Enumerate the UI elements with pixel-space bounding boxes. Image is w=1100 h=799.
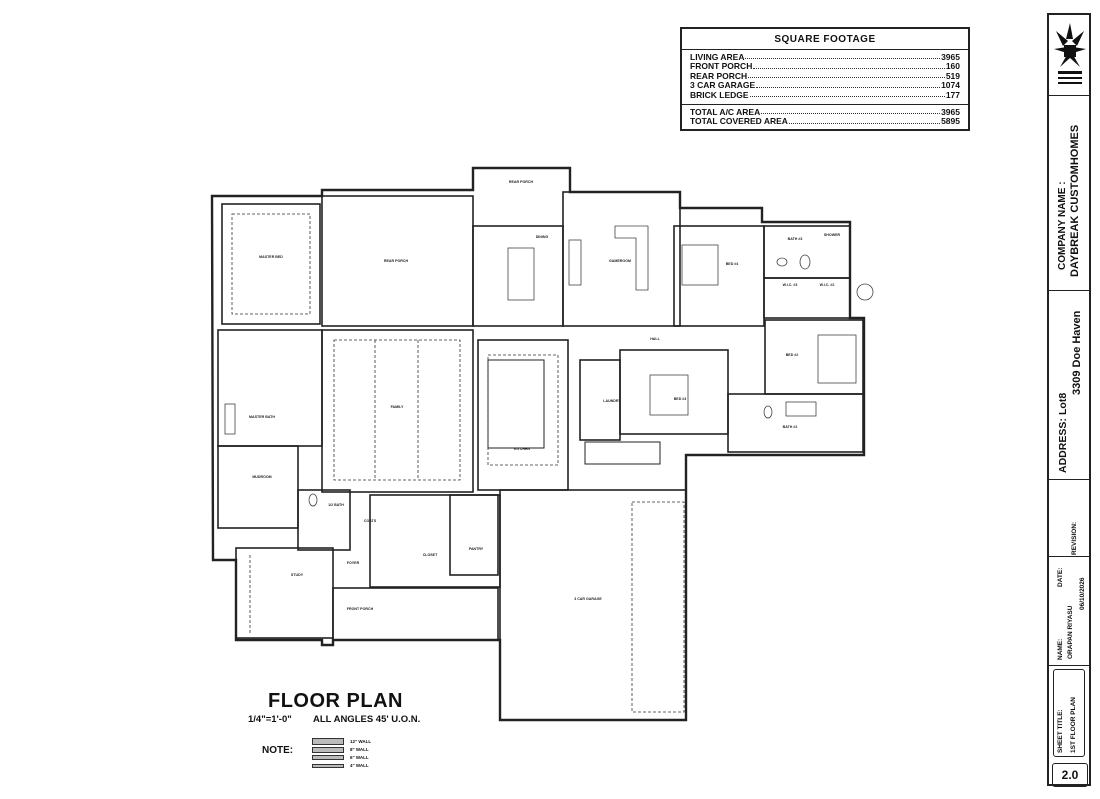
room-label-kitchen: KITCHEN: [514, 447, 530, 451]
sheet-title-value: 1ST FLOOR PLAN: [1070, 697, 1077, 753]
room-label-gameroom: GAMEROOM: [609, 259, 631, 263]
address-lot: Lot8: [1057, 392, 1069, 415]
company-name: DAYBREAK CUSTOMHOMES: [1069, 124, 1081, 277]
room-label-front-porch: FRONT PORCH: [347, 607, 374, 611]
gameroom-wall: [562, 191, 681, 327]
room-label-bath-3: BATH #3: [788, 237, 803, 241]
room-label-closet: CLOSET: [423, 553, 438, 557]
date-value: 06/10/2026: [1079, 577, 1086, 610]
room-label-garage: 3 CAR GARAGE: [574, 597, 602, 601]
stair: [584, 441, 661, 465]
floor-plan-angles-note: ALL ANGLES 45' U.O.N.: [313, 714, 421, 725]
kitchen-island: [487, 359, 545, 449]
mudroom-wall: [217, 445, 299, 529]
laundry-wall: [579, 359, 621, 441]
garage-wall: [499, 489, 687, 721]
kitchen-wall: [477, 339, 569, 491]
address-street: 3309 Doe Haven: [1071, 310, 1083, 395]
bed4-wall: [673, 225, 765, 327]
front-porch-wall: [332, 587, 499, 641]
room-label-master-bed: MASTER BED: [259, 255, 283, 259]
dining-wall: [472, 225, 564, 327]
room-label-foyer: FOYER: [347, 561, 360, 565]
study-wall: [235, 547, 334, 639]
floor-plan-scale: 1/4"=1'-0": [248, 714, 292, 725]
room-label-master-bath: MASTER BATH: [249, 415, 275, 419]
note-label: NOTE:: [262, 745, 294, 756]
name-value: ORAPAN RIYASU: [1067, 605, 1074, 659]
family-wall: [321, 329, 474, 493]
sheet-title-box: [1053, 669, 1085, 757]
foyer-wall: [369, 494, 501, 588]
room-label-hall: HALL: [650, 337, 660, 341]
name-label: NAME:: [1057, 638, 1064, 660]
room-label-laundry: LAUNDRY: [603, 399, 621, 403]
date-label: DATE:: [1057, 567, 1064, 587]
wall-legend-row: 4" WALL: [312, 762, 371, 769]
room-label-pantry: PANTRY: [469, 547, 484, 551]
room-label-bath-2: BATH #2: [783, 425, 798, 429]
room-label-dining: DINING: [536, 235, 549, 239]
revision-label: REVISION:: [1071, 521, 1078, 555]
room-label-bed-4: BED #4: [726, 262, 739, 266]
wall-legend: 12" WALL 8" WALL 6" WALL 4" WALL: [312, 738, 371, 770]
exterior-wall: [210, 166, 866, 722]
address-label: ADDRESS:: [1057, 418, 1069, 473]
title-block: COMPANY NAME : DAYBREAK CUSTOMHOMES ADDR…: [1047, 13, 1091, 787]
company-logo-icon: [1054, 23, 1086, 84]
room-label-family: FAMILY: [391, 405, 404, 409]
master-bath-wall: [217, 329, 323, 447]
sheet-title-label: SHEET TITLE:: [1057, 709, 1064, 753]
bed3-wall: [619, 349, 729, 435]
pantry-wall: [449, 494, 499, 576]
wic-wall: [763, 277, 851, 319]
room-label-bed-3: BED #3: [674, 397, 687, 401]
room-label-coats: COATS: [364, 519, 377, 523]
master-bed-wall: [221, 203, 321, 325]
wall-legend-row: 12" WALL: [312, 738, 371, 745]
bath2-wall: [727, 393, 864, 453]
room-label-rear-porch: REAR PORCH: [384, 259, 409, 263]
room-label-bed-2: BED #2: [786, 353, 799, 357]
room-label-shower: SHOWER: [824, 233, 841, 237]
square-footage-title: SQUARE FOOTAGE: [682, 29, 968, 50]
room-label-mudroom: MUDROOM: [252, 475, 271, 479]
room-label-wic-2: W.I.C. #2: [820, 283, 835, 287]
half-bath-wall: [297, 489, 351, 551]
room-label-study: STUDY: [291, 573, 304, 577]
company-label: COMPANY NAME :: [1057, 181, 1068, 270]
floor-plan-title: FLOOR PLAN: [268, 690, 403, 712]
room-label-half-bath: 1/2 BATH: [328, 503, 344, 507]
wall-legend-row: 6" WALL: [312, 754, 371, 761]
wall-legend-row: 8" WALL: [312, 746, 371, 753]
room-label-wic-3: W.I.C. #3: [783, 283, 798, 287]
room-label-rear-porch-small: REAR PORCH: [509, 180, 534, 184]
sheet-number: 2.0: [1052, 763, 1088, 787]
